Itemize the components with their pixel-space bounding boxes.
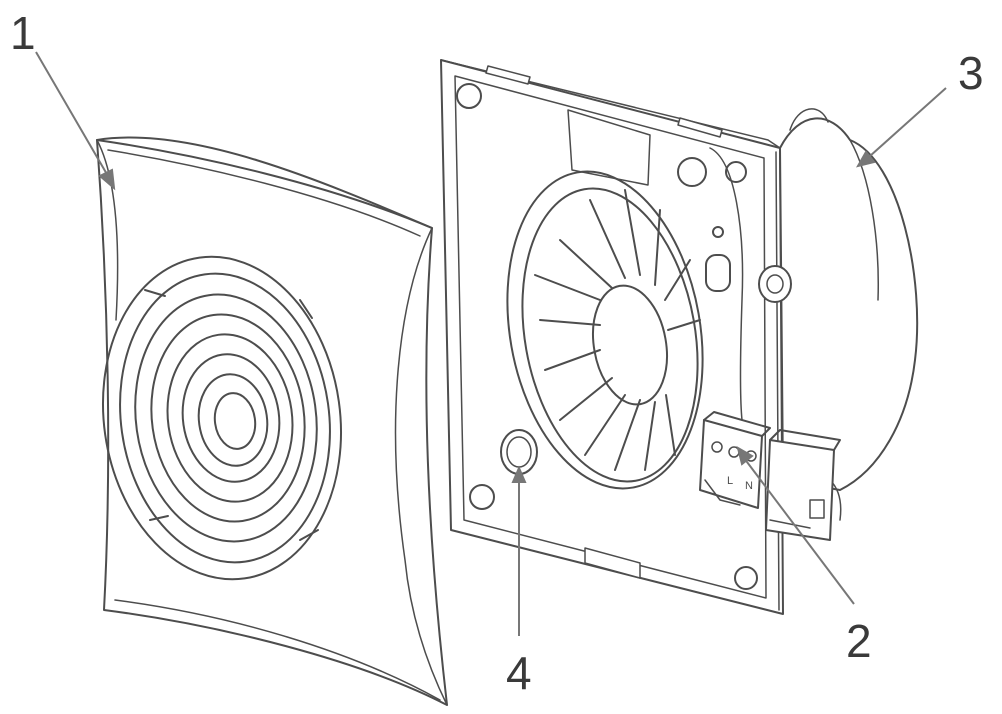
- screw-hole: [712, 226, 724, 238]
- leader-lines: [35, 51, 947, 636]
- terminal-mark-l: L: [727, 475, 733, 487]
- leader-line-3: [869, 87, 947, 157]
- motor-housing: [758, 108, 919, 521]
- terminal-block: [699, 411, 771, 509]
- callout-4: 4: [506, 647, 532, 699]
- grille-rings: [101, 255, 343, 581]
- callout-2: 2: [846, 615, 872, 667]
- cable-hole: [677, 157, 707, 187]
- cable-clamp: [765, 429, 841, 541]
- impeller: [506, 170, 704, 490]
- terminal-mark-n: N: [745, 480, 753, 492]
- front-cover-panel: [96, 136, 448, 706]
- callout-3: 3: [958, 47, 984, 99]
- mounting-hole: [734, 566, 758, 590]
- slot-hole: [705, 254, 731, 292]
- mounting-hole: [725, 161, 747, 183]
- mounting-hole: [469, 484, 495, 510]
- leader-line-2: [743, 457, 855, 605]
- base-plate: [440, 59, 784, 615]
- leader-line-1: [35, 51, 109, 177]
- mounting-hole: [456, 83, 482, 109]
- callout-1: 1: [10, 7, 36, 59]
